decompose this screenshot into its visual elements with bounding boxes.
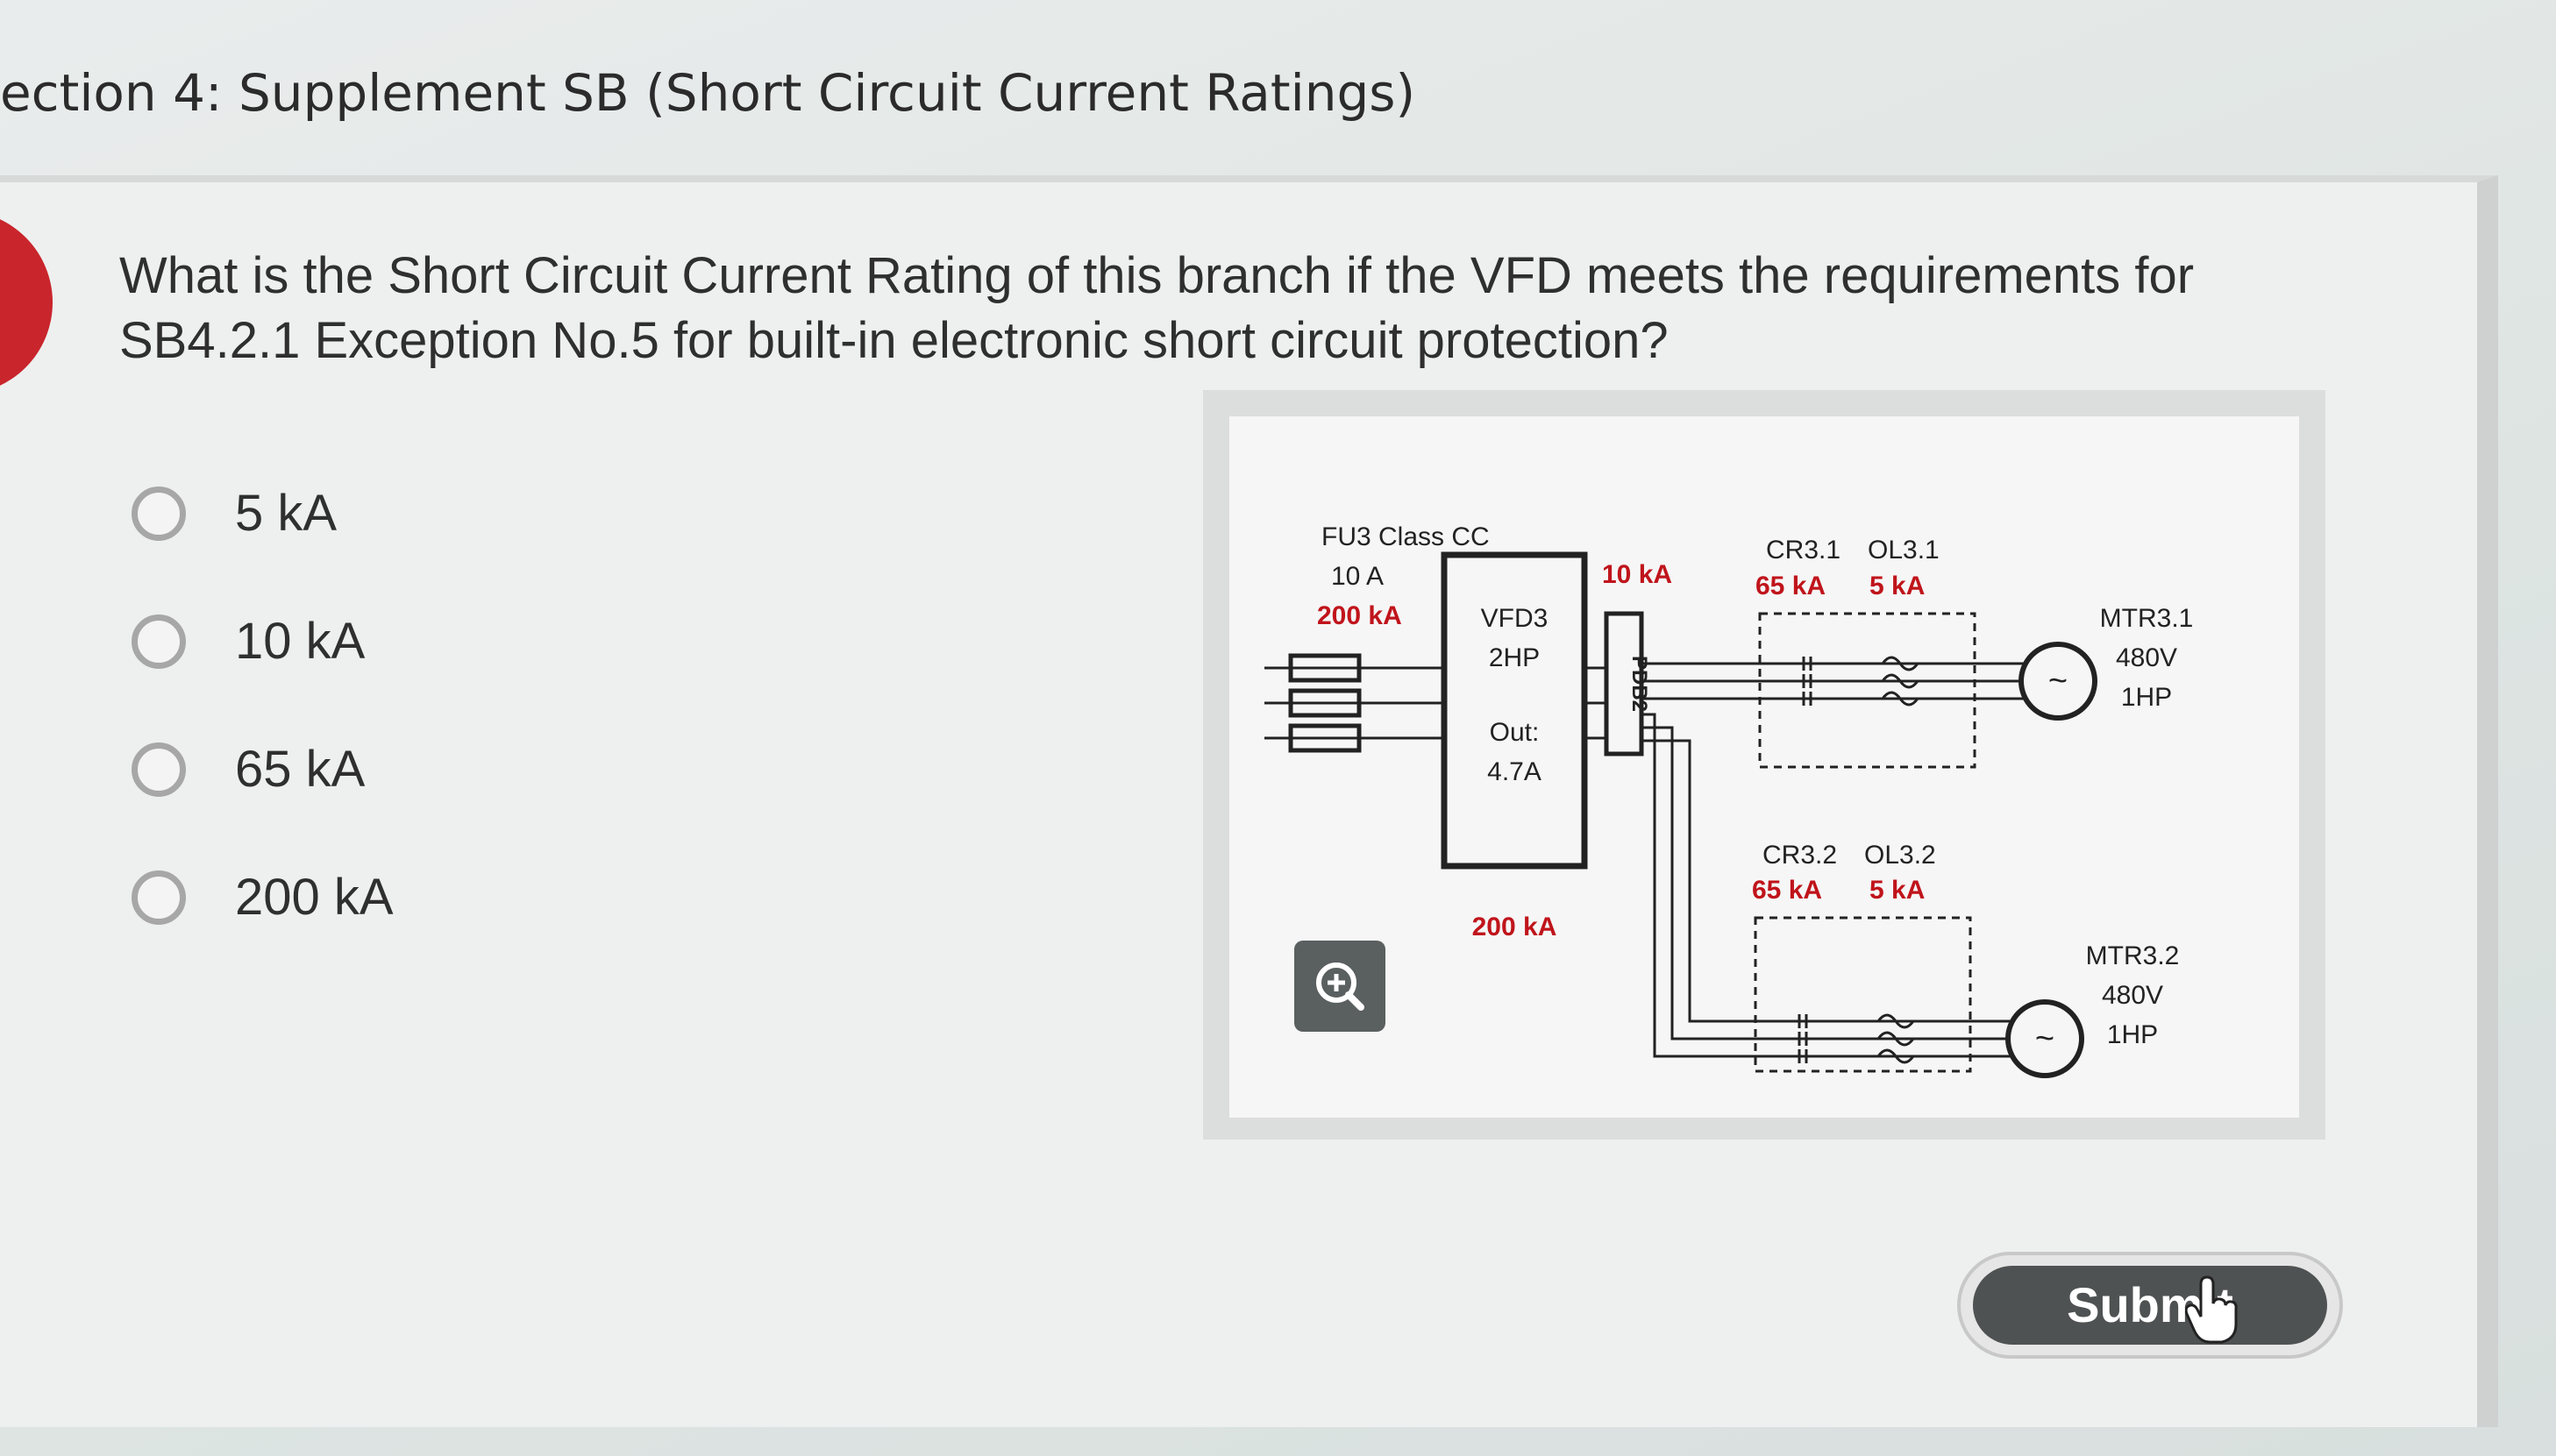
branch1-motor-icon (2018, 642, 2097, 721)
option-label: 200 kA (235, 869, 394, 926)
branch1-overload-sccr: 5 kA (1869, 572, 1925, 600)
option-65ka[interactable]: 65 kA (132, 740, 365, 799)
pdb-sccr: 10 kA (1602, 560, 1672, 589)
branch1-overload-heaters (1881, 656, 1919, 707)
zoom-button[interactable] (1294, 941, 1385, 1032)
branch2-motor-name: MTR3.2 (2086, 941, 2180, 970)
branch1-motor-voltage: 480V (2116, 643, 2177, 672)
option-label: 65 kA (235, 741, 366, 798)
vfd-output-wires (1584, 666, 1606, 740)
radio-button[interactable] (132, 486, 186, 541)
branch1-motor-name: MTR3.1 (2100, 604, 2194, 633)
question-text: What is the Short Circuit Current Rating… (119, 247, 2195, 369)
radio-button[interactable] (132, 870, 186, 925)
branch2-contactor-name: CR3.2 (1762, 841, 1837, 870)
circuit-diagram: FU3 Class CC 10 A 200 kA VFD3 2HP Out: 4… (1229, 416, 2299, 1118)
vfd-sccr: 200 kA (1472, 913, 1557, 941)
option-200ka[interactable]: 200 kA (132, 868, 394, 927)
branch1-contactor-name: CR3.1 (1766, 536, 1840, 565)
branch1-starter-box (1758, 612, 1976, 769)
hand-cursor-icon (2185, 1275, 2238, 1344)
branch2-overload-name: OL3.2 (1864, 841, 1936, 870)
radio-button[interactable] (132, 742, 186, 797)
section-title: ection 4: Supplement SB (Short Circuit C… (0, 63, 1416, 123)
zoom-in-icon (1316, 962, 1364, 1011)
circuit-diagram-svg: FU3 Class CC 10 A 200 kA VFD3 2HP Out: 4… (1264, 522, 2194, 1078)
vfd-out-label: Out: (1490, 718, 1540, 747)
option-label: 5 kA (235, 485, 338, 542)
branch1-contactor-sccr: 65 kA (1755, 572, 1826, 600)
branch2-overload-sccr: 5 kA (1869, 876, 1925, 905)
vfd-box (1441, 551, 1588, 870)
fuse-sccr: 200 kA (1317, 601, 1402, 630)
branch1-motor-symbol: ~ (2048, 663, 2068, 700)
branch1-overload-name: OL3.1 (1868, 536, 1940, 565)
branch2-overload-heaters (1876, 1013, 1915, 1064)
option-label: 10 kA (235, 613, 366, 670)
submit-button-frame: Submit (1957, 1252, 2343, 1359)
option-10ka[interactable]: 10 kA (132, 612, 365, 671)
branch1-motor-hp: 1HP (2121, 683, 2172, 712)
vfd-hp: 2HP (1489, 643, 1540, 672)
vfd-out-value: 4.7A (1487, 757, 1541, 786)
branch2-motor-symbol: ~ (2035, 1020, 2054, 1057)
branch2-starter-box (1754, 916, 1972, 1073)
fuse-rating: 10 A (1331, 562, 1384, 591)
pdb-name: PDB2 (1627, 656, 1651, 712)
radio-button[interactable] (132, 614, 186, 669)
distribution-wires (1641, 662, 1755, 1058)
branch1-starter-wires (1755, 657, 2032, 706)
diagram-frame: FU3 Class CC 10 A 200 kA VFD3 2HP Out: 4… (1203, 390, 2325, 1140)
branch2-motor-voltage: 480V (2102, 981, 2163, 1010)
branch2-contactor-sccr: 65 kA (1752, 876, 1822, 905)
option-5ka[interactable]: 5 kA (132, 484, 337, 543)
branch2-motor-hp: 1HP (2107, 1020, 2158, 1049)
branch2-motor-icon (2005, 999, 2084, 1078)
pdb-box (1604, 611, 1644, 756)
submit-button[interactable]: Submit (1973, 1266, 2327, 1345)
supply-wires (1264, 666, 1444, 740)
vfd-name: VFD3 (1481, 604, 1549, 633)
fuse-name: FU3 Class CC (1321, 522, 1490, 551)
branch2-starter-wires (1755, 1014, 2018, 1063)
